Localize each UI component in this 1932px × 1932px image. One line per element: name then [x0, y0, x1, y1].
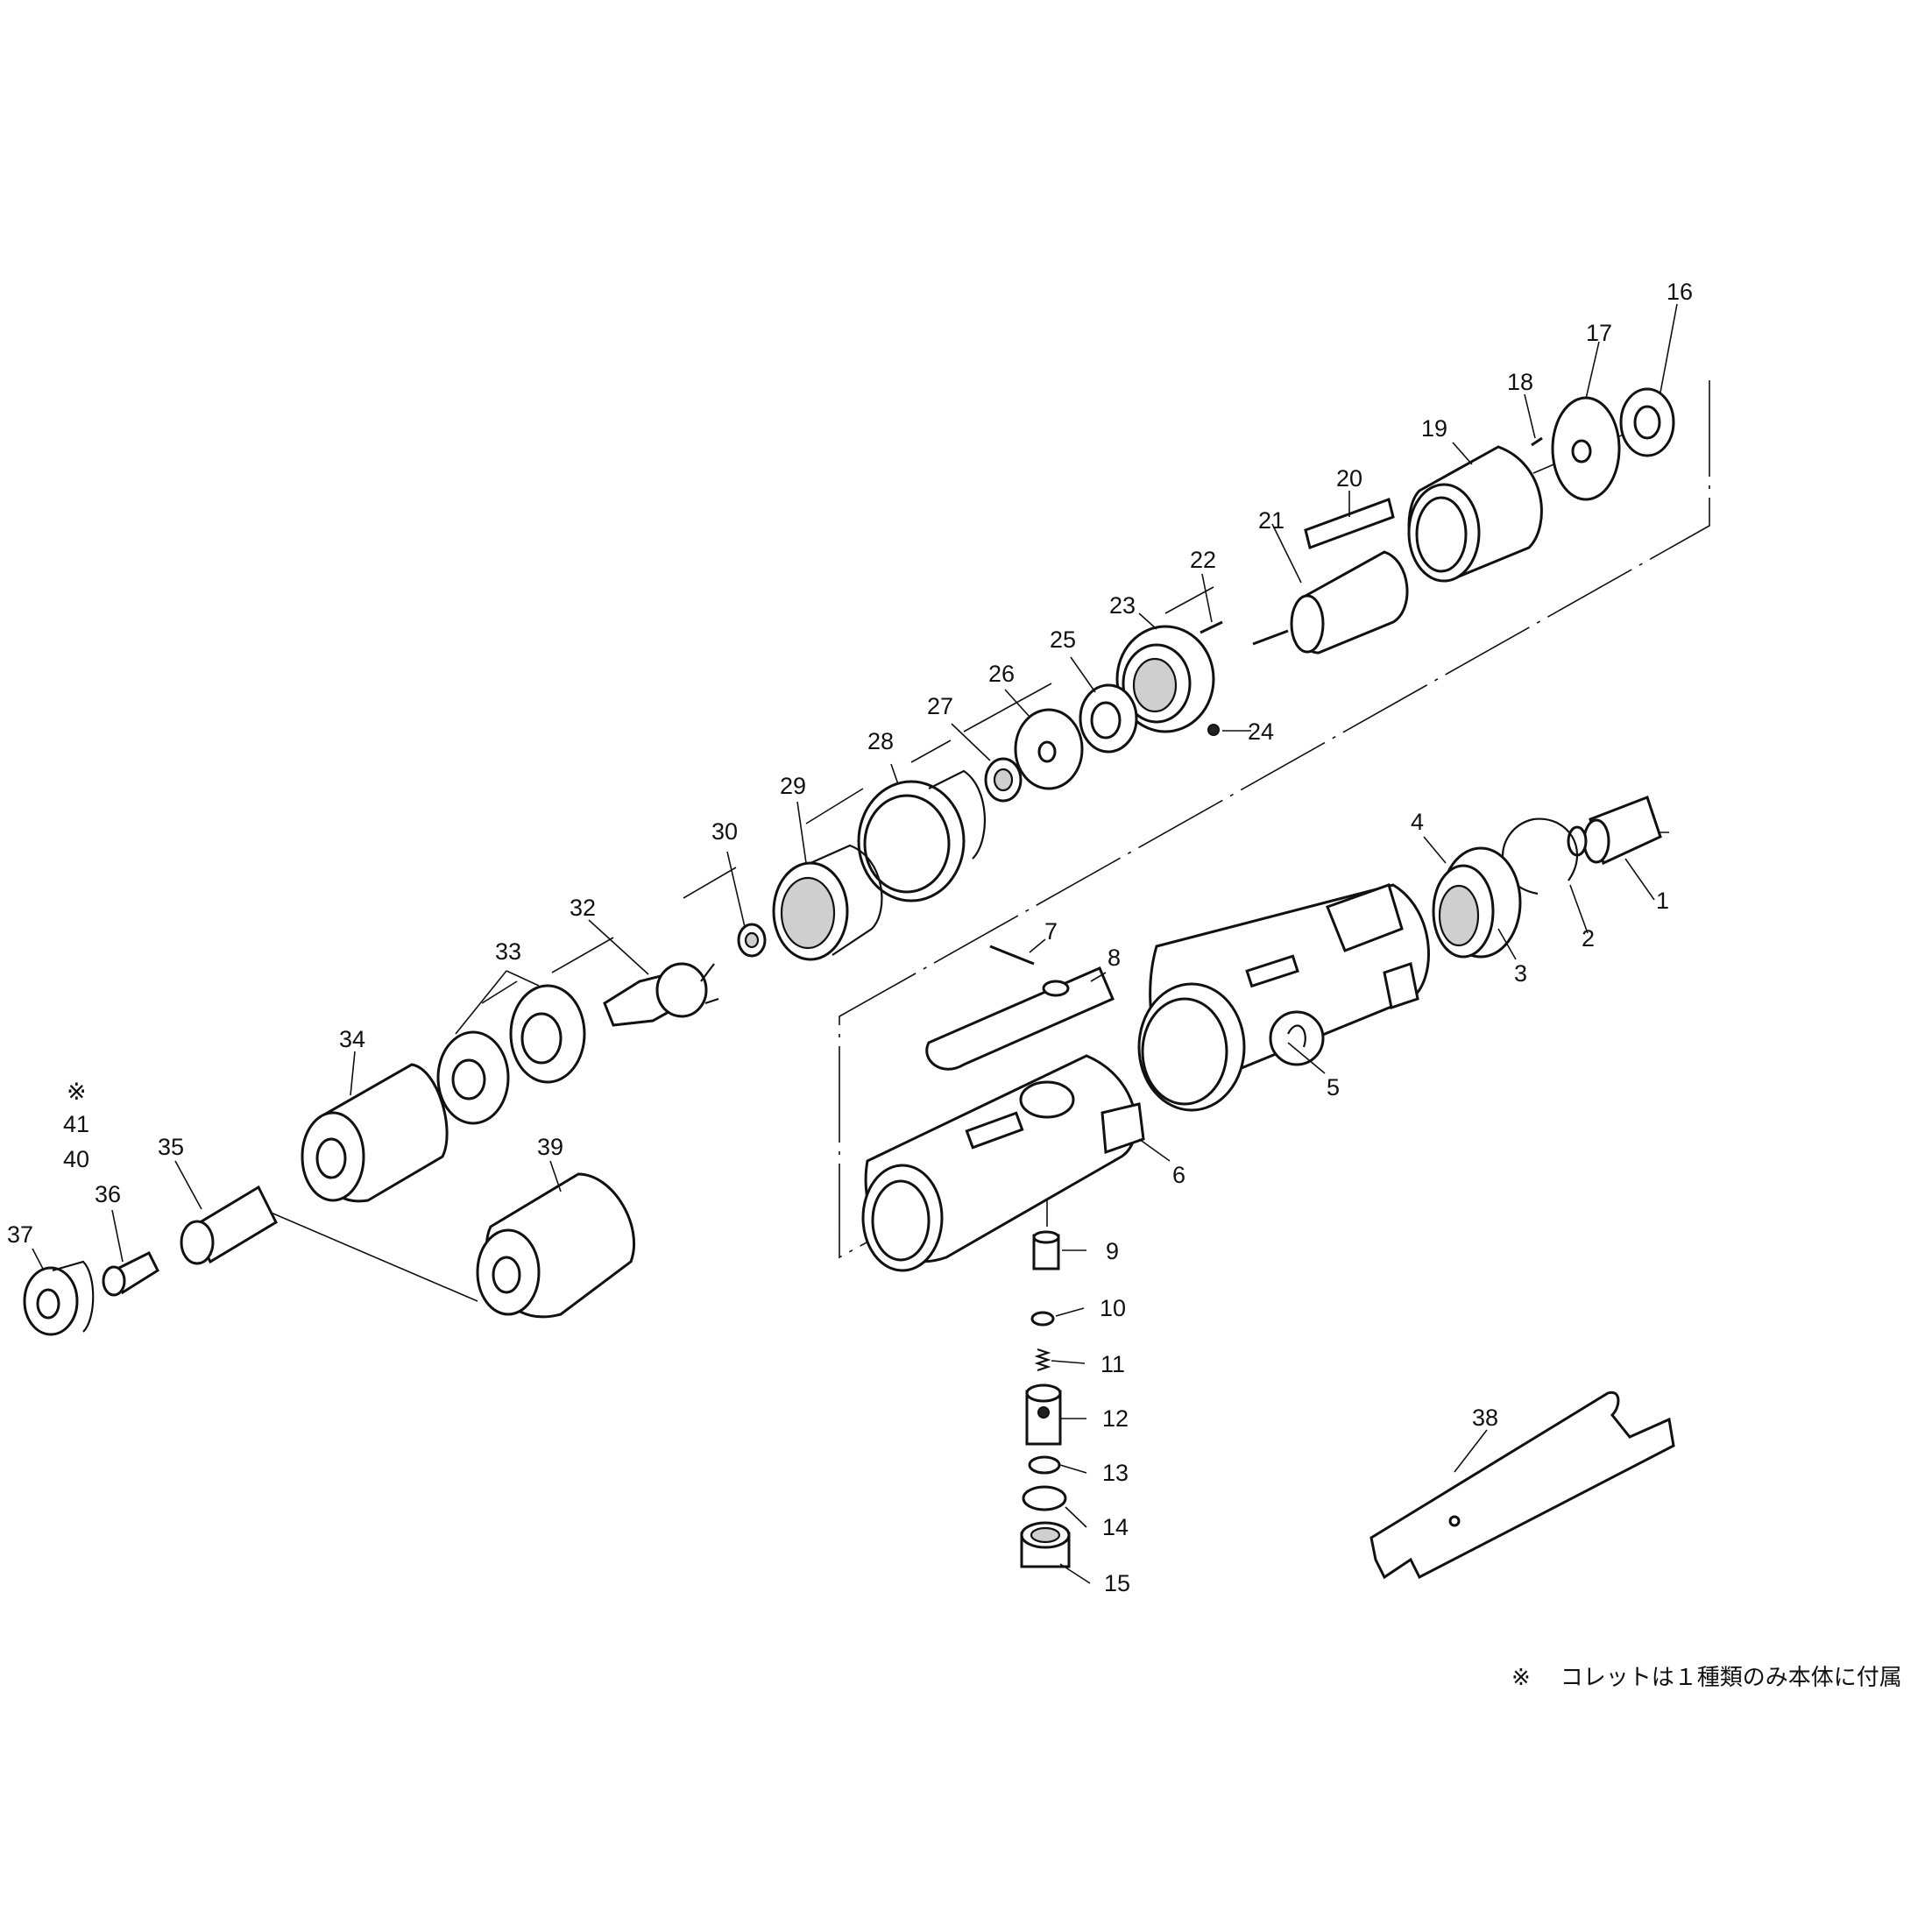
part-22-pin	[1200, 620, 1223, 634]
label-part-10: 10	[1100, 1295, 1126, 1321]
callout-leaders	[32, 303, 1678, 1584]
part-15-valve-cap	[1020, 1521, 1071, 1568]
label-part-16: 16	[1667, 279, 1693, 305]
part-9-valve	[1032, 1230, 1060, 1270]
part-6-front-housing	[861, 1054, 1145, 1272]
label-part-27: 27	[927, 693, 953, 719]
part-21-rotor	[1252, 550, 1409, 655]
label-part-9: 9	[1106, 1238, 1119, 1264]
label-part-35: 35	[158, 1134, 184, 1160]
label-part-3: 3	[1514, 960, 1527, 987]
part-29-internal-gear	[772, 844, 883, 961]
part-20-blade	[1304, 498, 1395, 549]
part-8-lever	[925, 966, 1115, 1071]
label-part-1: 1	[1656, 888, 1669, 914]
label-part-15: 15	[1104, 1570, 1130, 1596]
footnote-text: コレットは１種類のみ本体に付属	[1560, 1665, 1902, 1691]
part-35-collet-chuck	[180, 1185, 278, 1265]
part-23-front-plate	[1115, 625, 1215, 733]
label-part-30: 30	[711, 818, 738, 845]
label-part-37: 37	[7, 1221, 33, 1248]
part-12-valve-body	[1025, 1384, 1062, 1446]
part-7-pin	[989, 945, 1035, 966]
part-10-o-ring	[1030, 1311, 1055, 1327]
label-part-18: 18	[1507, 369, 1533, 395]
label-part-6: 6	[1172, 1162, 1185, 1188]
part-33-bearing-pair	[436, 984, 586, 1125]
label-part-21: 21	[1258, 507, 1284, 534]
label-part-28: 28	[867, 728, 894, 754]
label-part-11: 11	[1100, 1351, 1125, 1377]
part-1-air-inlet-fitting	[1567, 796, 1662, 866]
label-part-26: 26	[988, 661, 1015, 687]
part-5-housing	[1137, 883, 1430, 1112]
part-18-pin	[1531, 436, 1543, 447]
label-part-41: 41	[63, 1111, 89, 1137]
label-part-13: 13	[1102, 1460, 1129, 1486]
part-16-bearing	[1619, 387, 1675, 457]
label-part-4: 4	[1411, 809, 1424, 835]
part-17-rear-plate	[1551, 396, 1621, 501]
label-part-5: 5	[1327, 1074, 1340, 1100]
label-part-24: 24	[1248, 718, 1274, 745]
label-part-8: 8	[1108, 945, 1121, 971]
part-13-o-ring	[1028, 1455, 1061, 1475]
part-number-labels: 1 2 3 4 5 6 7 8 9 10 11 12 13 14 15 16 1…	[7, 279, 1693, 1596]
label-part-14: 14	[1102, 1514, 1129, 1540]
label-part-36: 36	[95, 1181, 121, 1207]
label-part-23: 23	[1109, 592, 1136, 619]
part-3-4-end-cap	[1432, 846, 1522, 959]
label-part-19: 19	[1421, 415, 1447, 442]
part-37-collet-nut	[23, 1260, 95, 1336]
part-28-ring-gear-housing	[857, 769, 986, 902]
part-27-gear	[984, 757, 1023, 803]
part-24-screw	[1207, 724, 1220, 736]
label-part-32: 32	[570, 895, 596, 921]
part-14-o-ring	[1022, 1485, 1067, 1511]
part-11-spring	[1034, 1348, 1051, 1372]
label-part-2: 2	[1582, 925, 1595, 952]
label-part-39: 39	[537, 1134, 563, 1160]
part-38-wrench	[1369, 1391, 1675, 1580]
footnote-mark: ※	[1511, 1665, 1531, 1691]
collet-footnote: ※ コレットは１種類のみ本体に付属	[1511, 1660, 1902, 1692]
part-32-spindle	[603, 962, 719, 1027]
label-part-29: 29	[780, 773, 806, 799]
label-part-12: 12	[1102, 1405, 1129, 1432]
part-39-alt-cover	[476, 1172, 636, 1319]
label-part-7: 7	[1044, 918, 1058, 945]
label-part-34: 34	[339, 1026, 365, 1052]
label-part-25: 25	[1050, 626, 1076, 653]
label-part-22: 22	[1190, 547, 1216, 573]
label-part-40: 40	[63, 1146, 89, 1172]
label-collet-marker: ※	[67, 1079, 87, 1105]
part-34-nose-cover	[301, 1063, 449, 1203]
part-30-planet-gear	[737, 923, 767, 958]
part-36-collet	[102, 1250, 159, 1297]
label-part-17: 17	[1586, 320, 1612, 346]
part-26-washer	[1014, 708, 1084, 790]
label-part-33: 33	[495, 938, 521, 965]
label-part-38: 38	[1472, 1405, 1498, 1431]
part-19-cylinder	[1407, 445, 1543, 583]
label-part-20: 20	[1336, 465, 1362, 492]
part-25-bearing	[1079, 683, 1138, 754]
